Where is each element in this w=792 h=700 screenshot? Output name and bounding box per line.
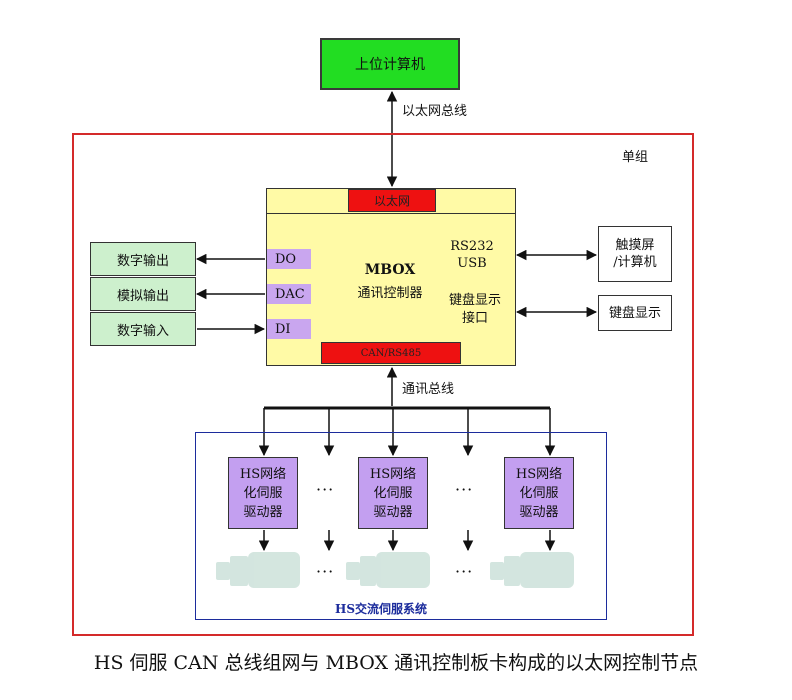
servo-drive-line1: HS网络	[239, 466, 287, 482]
keypad-display-box: 键盘显示	[598, 295, 672, 331]
digital-input-label: 数字输入	[116, 323, 169, 339]
hs-servo-system-label: HS交流伺服系统	[335, 602, 428, 616]
touchscreen-computer-box: 触摸屏 /计算机	[598, 226, 672, 282]
keypad-interface-line2: 接口	[461, 311, 488, 326]
hs-servo-system-frame	[195, 432, 607, 620]
servo-motor-3	[490, 552, 574, 588]
ellipsis-3: ···	[316, 562, 335, 581]
digital-output-box: 数字输出	[90, 242, 196, 276]
servo-drive-3: HS网络 化伺服 驱动器	[504, 457, 574, 529]
ethernet-port: 以太网	[348, 189, 436, 212]
servo-drive-line1: HS网络	[515, 466, 563, 482]
ethernet-port-label: 以太网	[373, 194, 410, 208]
servo-motor-1	[216, 552, 300, 588]
group-frame	[72, 133, 694, 636]
di-port: DI	[267, 319, 311, 339]
di-port-label: DI	[275, 321, 291, 337]
mbox-subtitle: 通讯控制器	[357, 286, 423, 301]
servo-drive-line2: 化伺服	[519, 485, 559, 501]
can-rs485-port: CAN/RS485	[321, 342, 461, 364]
servo-drive-line1: HS网络	[369, 466, 417, 482]
host-computer-box: 上位计算机	[320, 38, 460, 90]
servo-drive-line3: 驱动器	[519, 504, 559, 520]
can-rs485-label: CAN/RS485	[360, 347, 422, 359]
do-port: DO	[267, 249, 311, 269]
mbox-title: MBOX	[364, 262, 416, 278]
servo-drive-line3: 驱动器	[373, 504, 413, 520]
keypad-interface-label: 键盘显示 接口	[436, 292, 514, 328]
ellipsis-2: ···	[455, 480, 474, 499]
dac-port: DAC	[267, 284, 311, 304]
comm-bus-label: 通讯总线	[402, 382, 455, 397]
usb-label: USB	[457, 256, 487, 271]
digital-input-box: 数字输入	[90, 312, 196, 346]
analog-output-label: 模拟输出	[116, 288, 169, 304]
analog-output-box: 模拟输出	[90, 277, 196, 311]
touchscreen-line2: /计算机	[613, 255, 657, 270]
servo-drive-line2: 化伺服	[373, 485, 413, 501]
dac-port-label: DAC	[275, 286, 305, 302]
keypad-display-label: 键盘显示	[608, 305, 661, 321]
servo-drive-1: HS网络 化伺服 驱动器	[228, 457, 298, 529]
servo-drive-line2: 化伺服	[243, 485, 283, 501]
digital-output-label: 数字输出	[116, 253, 169, 269]
ellipsis-4: ···	[455, 562, 474, 581]
servo-drive-line3: 驱动器	[243, 504, 283, 520]
do-port-label: DO	[275, 251, 297, 267]
rs232-usb-label: RS232 USB	[440, 238, 504, 272]
servo-motor-2	[346, 552, 430, 588]
host-computer-label: 上位计算机	[355, 57, 425, 73]
rs232-label: RS232	[450, 239, 494, 254]
touchscreen-line1: 触摸屏	[615, 238, 655, 253]
keypad-interface-line1: 键盘显示	[448, 293, 501, 308]
mbox-controller	[266, 188, 516, 366]
group-label: 单组	[622, 150, 649, 165]
ellipsis-1: ···	[316, 480, 335, 499]
servo-drive-2: HS网络 化伺服 驱动器	[358, 457, 428, 529]
figure-caption: HS 伺服 CAN 总线组网与 MBOX 通讯控制板卡构成的以太网控制节点	[93, 652, 699, 674]
ethernet-bus-label: 以太网总线	[402, 104, 468, 119]
